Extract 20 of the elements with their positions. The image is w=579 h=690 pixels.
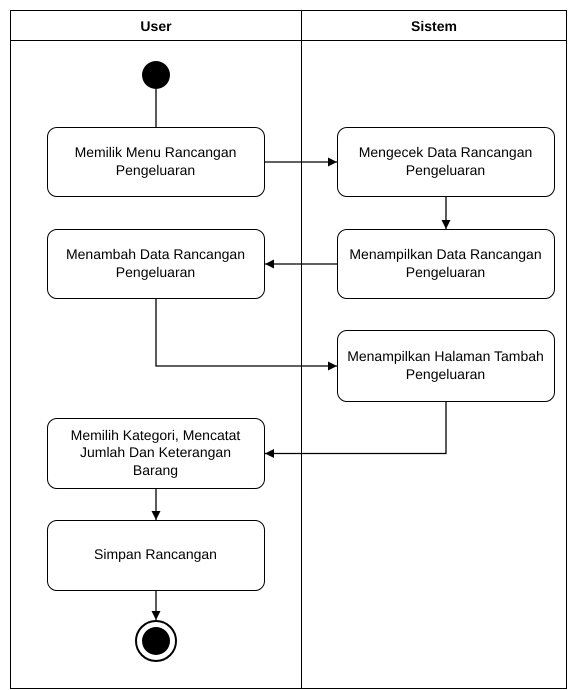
arrow [155, 299, 337, 370]
arrow [152, 591, 160, 620]
activity-box: Memilik Menu Rancangan Pengeluaran [46, 126, 264, 196]
end-node [134, 620, 176, 662]
lane-header: User [11, 11, 301, 41]
arrow [152, 489, 160, 520]
swimlane [301, 10, 567, 689]
swimlane [10, 10, 302, 689]
lane-header: Sistem [302, 11, 566, 41]
arrow [442, 197, 450, 229]
arrow [265, 158, 337, 166]
activity-box: Menampilkan Halaman Tambah Pengeluaran [336, 330, 554, 402]
activity-box: Memilih Kategori, Mencatat Jumlah Dan Keterangan Barang [46, 418, 264, 488]
activity-box: Mengecek Data Rancangan Pengeluaran [336, 126, 554, 196]
activity-box: Menampilkan Data Rancangan Pengeluaran [336, 228, 554, 298]
start-node [142, 60, 170, 88]
arrow [265, 260, 337, 268]
arrow [265, 402, 447, 458]
activity-box: Simpan Rancangan [46, 520, 264, 590]
activity-box: Menambah Data Rancangan Pengeluaran [46, 228, 264, 298]
